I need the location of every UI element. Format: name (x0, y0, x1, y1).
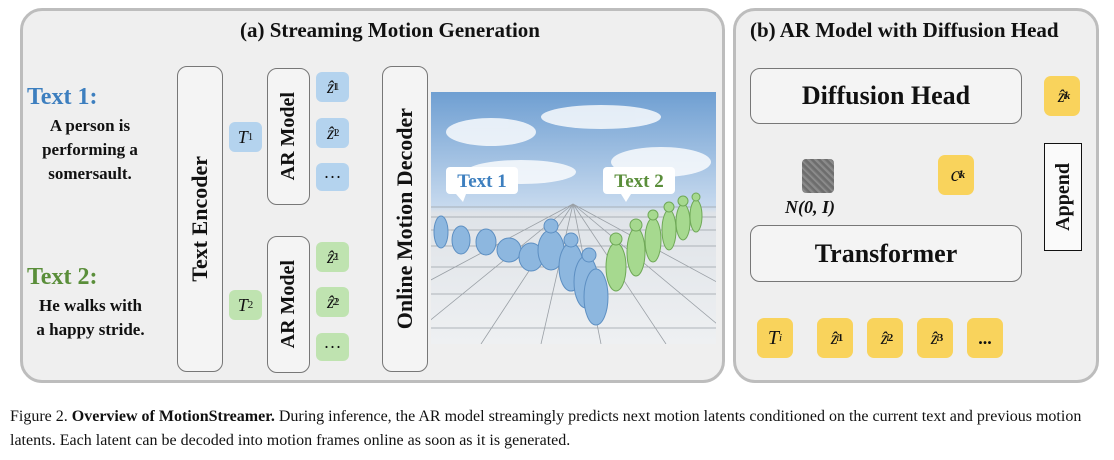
ar-model-1-label: AR Model (277, 92, 299, 181)
scene-text1-label: Text 1 (457, 171, 506, 192)
motion-scene: Text 1 Text 2 (431, 92, 716, 344)
text2-label: Text 2: (27, 264, 98, 290)
text2-line2: a happy stride. (36, 320, 145, 339)
text2-line1: He walks with (39, 296, 142, 315)
caption-label: Figure 2. (10, 408, 68, 425)
text1-line3: somersault. (48, 164, 132, 183)
caption-body: During inference, the AR model streaming… (10, 408, 1082, 449)
ar-model-1-box: AR Model (267, 68, 310, 205)
figure-caption: Figure 2. Overview of MotionStreamer. Du… (10, 405, 1110, 453)
text2-prompt: He walks with a happy stride. (18, 294, 163, 342)
append-box: Append (1044, 143, 1082, 251)
scene-green-figures (605, 192, 703, 292)
text1-prompt: A person is performing a somersault. (20, 114, 160, 186)
text1-line2: performing a (42, 140, 138, 159)
text1-line1: A person is (49, 116, 131, 135)
text1-label: Text 1: (27, 84, 98, 110)
noise-label: N(0, I) (785, 197, 835, 217)
online-decoder-label: Online Motion Decoder (392, 108, 417, 330)
caption-title: Overview of MotionStreamer. (71, 408, 275, 425)
input-latent-ellipsis: ... (967, 318, 1003, 358)
scene-bubble-2: Text 2 (603, 167, 675, 202)
panel-a-title: (a) Streaming Motion Generation (240, 18, 540, 42)
ar-model-2-label: AR Model (277, 260, 299, 349)
transformer-box: Transformer (750, 225, 1022, 282)
latent-1-ellipsis: ··· (316, 163, 349, 191)
scene-clouds (446, 105, 711, 184)
scene-blue-figures (433, 215, 609, 326)
scene-text2-label: Text 2 (614, 171, 663, 192)
panel-b-title: (b) AR Model with Diffusion Head (750, 18, 1059, 42)
diffusion-head-box: Diffusion Head (750, 68, 1022, 124)
online-decoder-box: Online Motion Decoder (382, 66, 428, 372)
text-encoder-label: Text Encoder (187, 156, 212, 282)
append-label: Append (1051, 163, 1074, 231)
ar-model-2-box: AR Model (267, 236, 310, 373)
noise-square (802, 159, 834, 193)
latent-2-ellipsis: ··· (316, 333, 349, 361)
text-encoder-box: Text Encoder (177, 66, 223, 372)
scene-bubble-1: Text 1 (446, 167, 518, 202)
